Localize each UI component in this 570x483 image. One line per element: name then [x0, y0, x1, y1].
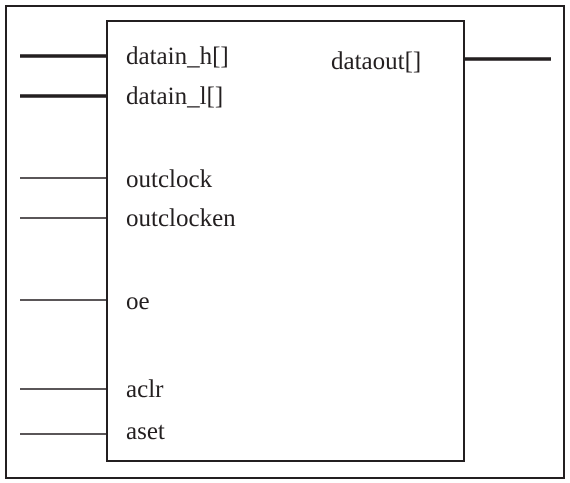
port-label-aclr: aclr — [126, 376, 164, 403]
port-label-outclocken: outclocken — [126, 205, 236, 232]
port-label-outclock: outclock — [126, 166, 213, 193]
outer-frame — [5, 5, 565, 479]
component-body — [106, 20, 465, 462]
port-label-aset: aset — [126, 418, 165, 445]
port-label-dataout: dataout[] — [331, 48, 421, 75]
port-label-datain_h: datain_h[] — [126, 43, 229, 70]
port-label-oe: oe — [126, 288, 150, 315]
port-label-datain_l: datain_l[] — [126, 83, 223, 110]
